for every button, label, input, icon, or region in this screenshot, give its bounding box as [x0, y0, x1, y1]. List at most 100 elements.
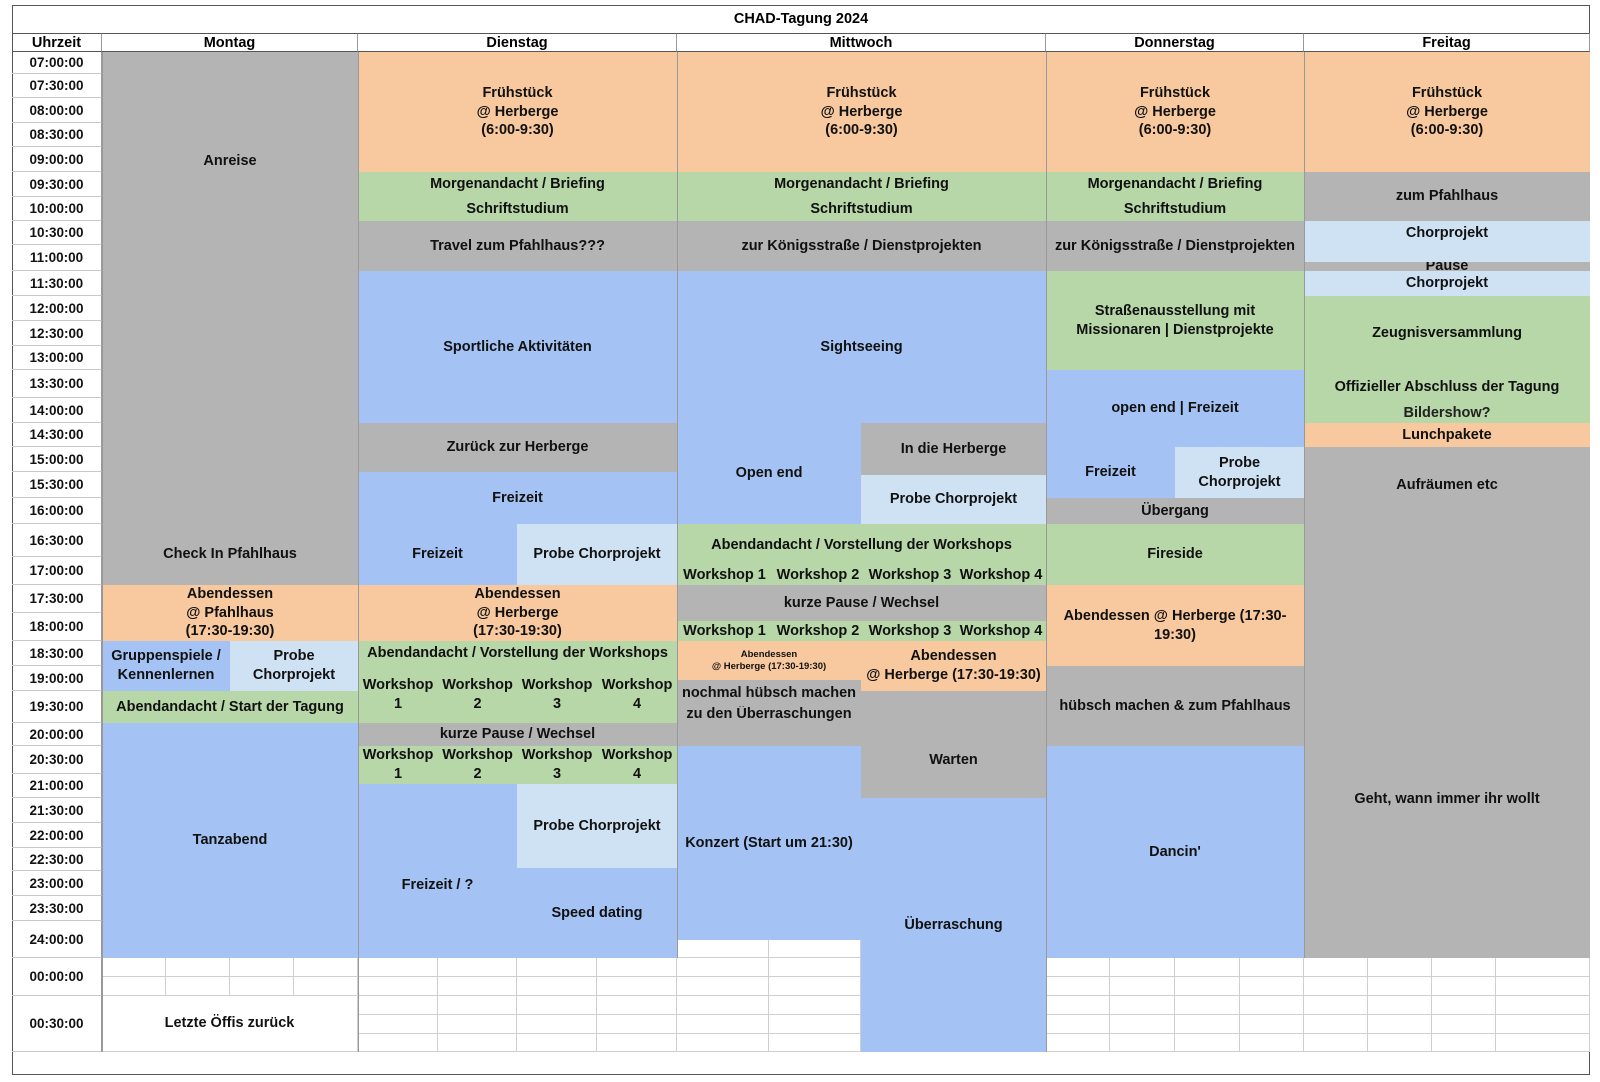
- event-warten: Warten: [861, 723, 1046, 798]
- time-label: 11:00:00: [12, 245, 102, 271]
- empty-cell: [1240, 958, 1304, 977]
- event-probe-chorprojekt: Probe Chorprojekt: [861, 475, 1046, 524]
- time-label: 11:30:00: [12, 271, 102, 296]
- time-label: 23:30:00: [12, 896, 102, 921]
- time-label: 15:30:00: [12, 472, 102, 498]
- event-schriftstudium: Schriftstudium: [1046, 197, 1304, 221]
- time-label: 17:00:00: [12, 557, 102, 585]
- event-in-herberge: In die Herberge: [861, 423, 1046, 475]
- event-fireside: Fireside: [1046, 524, 1304, 585]
- time-label: 22:00:00: [12, 823, 102, 848]
- empty-cell: [438, 996, 517, 1015]
- time-label: 17:30:00: [12, 585, 102, 613]
- event-workshop: Workshop 1: [358, 746, 438, 784]
- empty-cell: [597, 996, 677, 1015]
- time-label: 14:00:00: [12, 398, 102, 423]
- empty-cell: [1110, 1015, 1175, 1034]
- event-lunchpakete: Lunchpakete: [1304, 423, 1590, 447]
- event-workshop: Workshop 4: [597, 666, 677, 723]
- empty-cell: [1496, 996, 1590, 1015]
- time-label: 21:00:00: [12, 774, 102, 798]
- empty-cell: [1432, 977, 1496, 996]
- empty-cell: [1432, 1015, 1496, 1034]
- header-day: Mittwoch: [677, 33, 1046, 52]
- event-abendandacht: Abendandacht / Vorstellung der Workshops: [677, 524, 1046, 566]
- empty-cell: [769, 1034, 861, 1052]
- event-workshop: Workshop 1: [358, 666, 438, 723]
- empty-cell: [358, 977, 438, 996]
- empty-cell: [1432, 1034, 1496, 1052]
- time-label: 07:30:00: [12, 74, 102, 98]
- event-workshop: Workshop 4: [597, 746, 677, 784]
- time-label: 12:30:00: [12, 321, 102, 346]
- event-ueberraschung: Überraschung: [861, 798, 1046, 1052]
- empty-cell: [1432, 958, 1496, 977]
- event-abendessen: Abendessen @ Herberge (17:30-19:30): [358, 585, 677, 641]
- time-label: 18:00:00: [12, 613, 102, 641]
- schedule-title: CHAD-Tagung 2024: [733, 11, 869, 27]
- empty-cell: [1304, 958, 1368, 977]
- event-fruehstueck: Frühstück @ Herberge (6:00-9:30): [1304, 52, 1590, 172]
- event-abschluss: Offizieller Abschluss der Tagung: [1304, 370, 1590, 404]
- event-gap: [861, 691, 1046, 723]
- empty-cell: [1110, 1034, 1175, 1052]
- time-label: 08:30:00: [12, 123, 102, 147]
- event-tanzabend: Tanzabend: [102, 723, 358, 958]
- empty-cell: [294, 977, 358, 996]
- time-label: 24:00:00: [12, 921, 102, 958]
- time-label: 09:00:00: [12, 147, 102, 172]
- grid-line: [1046, 52, 1047, 1052]
- empty-cell: [1368, 977, 1432, 996]
- empty-cell: [769, 1015, 861, 1034]
- event-abendessen: Abendessen @ Herberge (17:30- 19:30): [1046, 585, 1304, 666]
- event-chorprojekt: Chorprojekt: [1304, 221, 1590, 245]
- empty-cell: [597, 958, 677, 977]
- time-label: 20:00:00: [12, 723, 102, 746]
- time-label: 13:00:00: [12, 346, 102, 370]
- empty-cell: [1175, 1034, 1240, 1052]
- header-day: Dienstag: [358, 33, 677, 52]
- time-label: 18:30:00: [12, 641, 102, 666]
- empty-cell: [230, 977, 294, 996]
- event-morgenandacht: Morgenandacht / Briefing: [1046, 172, 1304, 197]
- empty-cell: [677, 1034, 769, 1052]
- event-zurueck: Zurück zur Herberge: [358, 423, 677, 472]
- event-schriftstudium: Schriftstudium: [677, 197, 1046, 221]
- event-konzert: Konzert (Start um 21:30): [677, 746, 861, 940]
- empty-cell: [438, 958, 517, 977]
- event-workshop: Workshop 3: [864, 621, 956, 641]
- event-workshop: Workshop 4: [956, 621, 1046, 641]
- empty-cell: [677, 958, 769, 977]
- event-abendandacht: Abendandacht / Vorstellung der Workshops: [358, 641, 677, 666]
- event-probe-chorprojekt: Probe Chorprojekt: [517, 784, 677, 868]
- event-fruehstueck: Frühstück @ Herberge (6:00-9:30): [358, 52, 677, 172]
- empty-cell: [358, 1015, 438, 1034]
- event-freizeit: Freizeit: [358, 524, 517, 585]
- empty-cell: [1368, 958, 1432, 977]
- empty-cell: [1046, 958, 1110, 977]
- empty-cell: [677, 977, 769, 996]
- header-day: Freitag: [1304, 33, 1590, 52]
- event-morgenandacht: Morgenandacht / Briefing: [677, 172, 1046, 197]
- event-strassenausstellung: Straßenausstellung mit Missionaren | Die…: [1046, 271, 1304, 370]
- empty-cell: [1368, 996, 1432, 1015]
- event-open-end: Open end: [677, 423, 861, 524]
- event-probe-chorprojekt: Probe Chorprojekt: [1175, 447, 1304, 498]
- event-letzte-oeffis: Letzte Öffis zurück: [102, 996, 358, 1052]
- empty-cell: [597, 1034, 677, 1052]
- event-sport: Sportliche Aktivitäten: [358, 271, 677, 423]
- header-day: Donnerstag: [1046, 33, 1304, 52]
- event-freizeit-bg: [358, 923, 517, 958]
- time-label: 15:00:00: [12, 447, 102, 472]
- event-aufraeumen: Aufräumen etc: [1304, 447, 1590, 524]
- event-uebergang: Übergang: [1046, 498, 1304, 524]
- event-pause: kurze Pause / Wechsel: [677, 585, 1046, 621]
- empty-cell: [517, 996, 597, 1015]
- empty-cell: [1046, 996, 1110, 1015]
- empty-cell: [358, 996, 438, 1015]
- event-abendandacht: Abendandacht / Start der Tagung: [102, 691, 358, 723]
- empty-cell: [438, 977, 517, 996]
- event-probe-chorprojekt: Probe Chorprojekt: [517, 524, 677, 585]
- event-workshop: Workshop 2: [772, 621, 864, 641]
- time-label: 09:30:00: [12, 172, 102, 197]
